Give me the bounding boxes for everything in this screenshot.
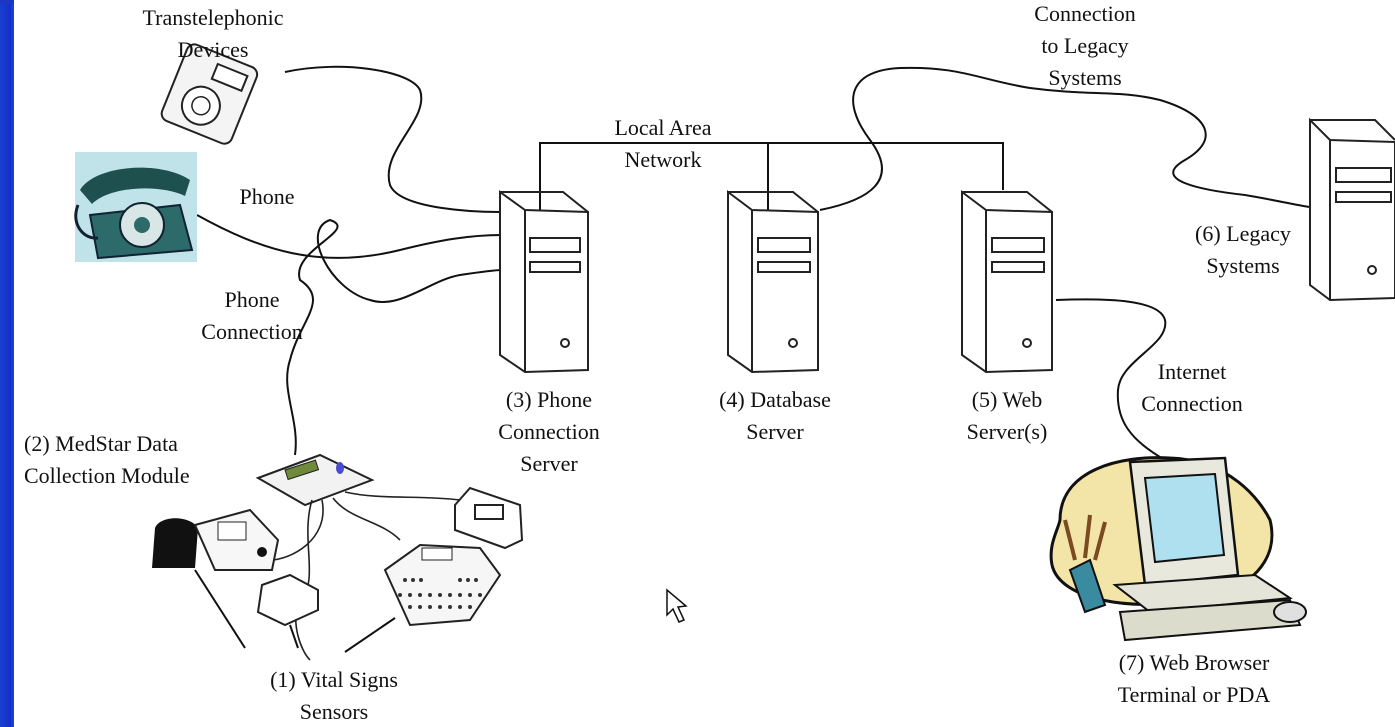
transtelephonic-cable [284,65,501,213]
data-collection-module-icon [255,453,375,507]
server-tower-icon [499,190,589,374]
legacy-connection-label: Connection to Legacy Systems [1034,1,1136,90]
internet-cable [1055,298,1167,461]
web-browser-terminal-label: (7) Web Browser Terminal or PDA [1117,650,1271,707]
vital-signs-sensors-label: (1) Vital Signs Sensors [270,667,398,724]
legacy-connection-cable [819,66,1311,211]
blood-pressure-cuff-icon [152,508,280,571]
phone-connection-label: Phone Connection [201,287,303,344]
database-server-label: (4) Database Server [719,387,831,444]
web-server-label: (5) Web Server(s) [966,387,1048,444]
pulse-sensor-icon [454,486,524,550]
legacy-systems-label: (6) Legacy Systems [1195,221,1291,278]
transtelephonic-device-icon [160,43,259,145]
phone-cable [196,214,503,259]
phone-connection-cable [286,218,503,456]
diagram-canvas: Transtelephonic Devices Connection to Le… [14,0,1395,727]
local-area-network-label: Local Area Network [614,115,712,172]
phone-label: Phone [239,184,295,209]
server-tower-icon [1309,117,1395,302]
medstar-module-label: (2) MedStar Data Collection Module [24,431,190,488]
phone-connection-server-label: (3) Phone Connection Server [498,387,600,476]
finger-sensor-icon [256,573,319,627]
rotary-phone-icon [74,152,197,262]
internet-connection-label: Internet Connection [1141,359,1243,416]
server-tower-icon [727,190,819,374]
desktop-computer-icon [1049,456,1307,642]
lan-bus-line [539,142,1004,220]
transtelephonic-devices-label: Transtelephonic Devices [142,5,284,62]
mouse-pointer-icon [666,588,688,623]
diagram-drawing [74,43,1395,661]
server-tower-icon [961,190,1053,374]
sensor-pad-icon [383,543,502,627]
